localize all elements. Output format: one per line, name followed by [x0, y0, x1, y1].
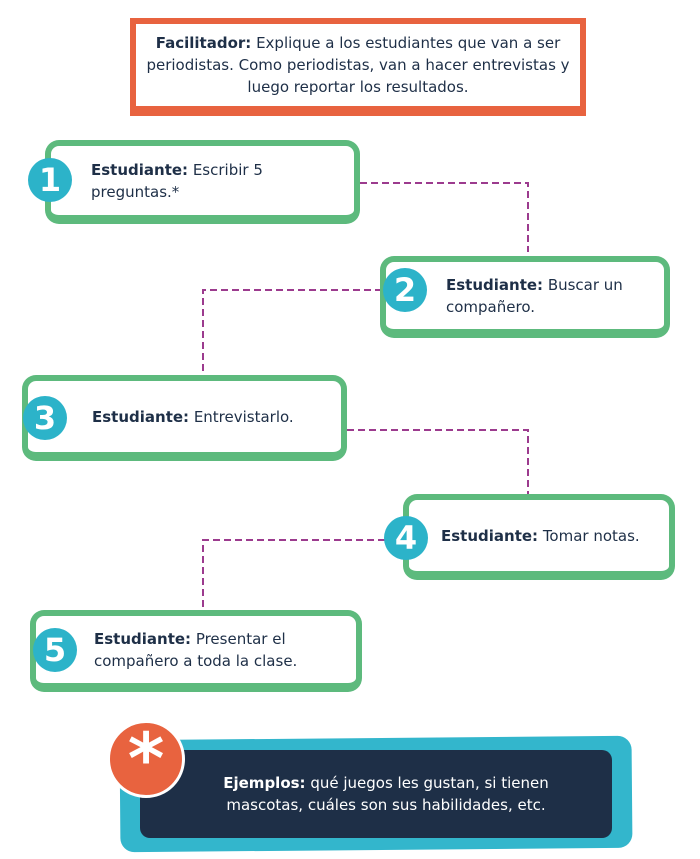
- connector-3-4: [347, 429, 529, 497]
- step-number-badge: 1: [28, 158, 72, 202]
- step-number-badge: 5: [33, 628, 77, 672]
- connector-2-3: [202, 289, 382, 378]
- connector-1-2: [360, 182, 529, 252]
- step-text: Tomar notas.: [538, 526, 640, 545]
- asterisk-icon: *: [107, 720, 185, 798]
- step-text: Buscar un compañero.: [446, 275, 623, 316]
- step-label: Estudiante:: [92, 407, 190, 426]
- examples-label: Ejemplos:: [223, 774, 306, 792]
- step-1-box: Estudiante: Escribir 5 preguntas.*: [45, 140, 360, 224]
- examples-box: Ejemplos: qué juegos les gustan, si tien…: [140, 750, 612, 838]
- facilitator-text: Explique a los estudiantes que van a ser…: [146, 34, 570, 96]
- facilitator-label: Facilitador:: [155, 34, 252, 52]
- step-text: Entrevistarlo.: [189, 407, 294, 426]
- connector-4-5: [202, 539, 385, 612]
- step-text: Presentar el compañero a toda la clase.: [94, 629, 298, 670]
- step-2-box: Estudiante: Buscar un compañero.: [380, 256, 670, 338]
- step-label: Estudiante:: [94, 629, 192, 648]
- step-5-box: Estudiante: Presentar el compañero a tod…: [30, 610, 362, 692]
- step-3-box: Estudiante: Entrevistarlo.: [22, 375, 347, 461]
- step-number-badge: 3: [23, 396, 67, 440]
- facilitator-box: Facilitador: Explique a los estudiantes …: [130, 18, 586, 116]
- step-4-box: Estudiante: Tomar notas.: [403, 494, 675, 580]
- step-text: Escribir 5 preguntas.*: [91, 160, 263, 201]
- step-number-badge: 4: [384, 516, 428, 560]
- step-number-badge: 2: [383, 268, 427, 312]
- step-label: Estudiante:: [91, 160, 189, 179]
- examples-text: qué juegos les gustan, si tienen mascota…: [226, 774, 549, 814]
- step-label: Estudiante:: [446, 275, 544, 294]
- step-label: Estudiante:: [441, 526, 539, 545]
